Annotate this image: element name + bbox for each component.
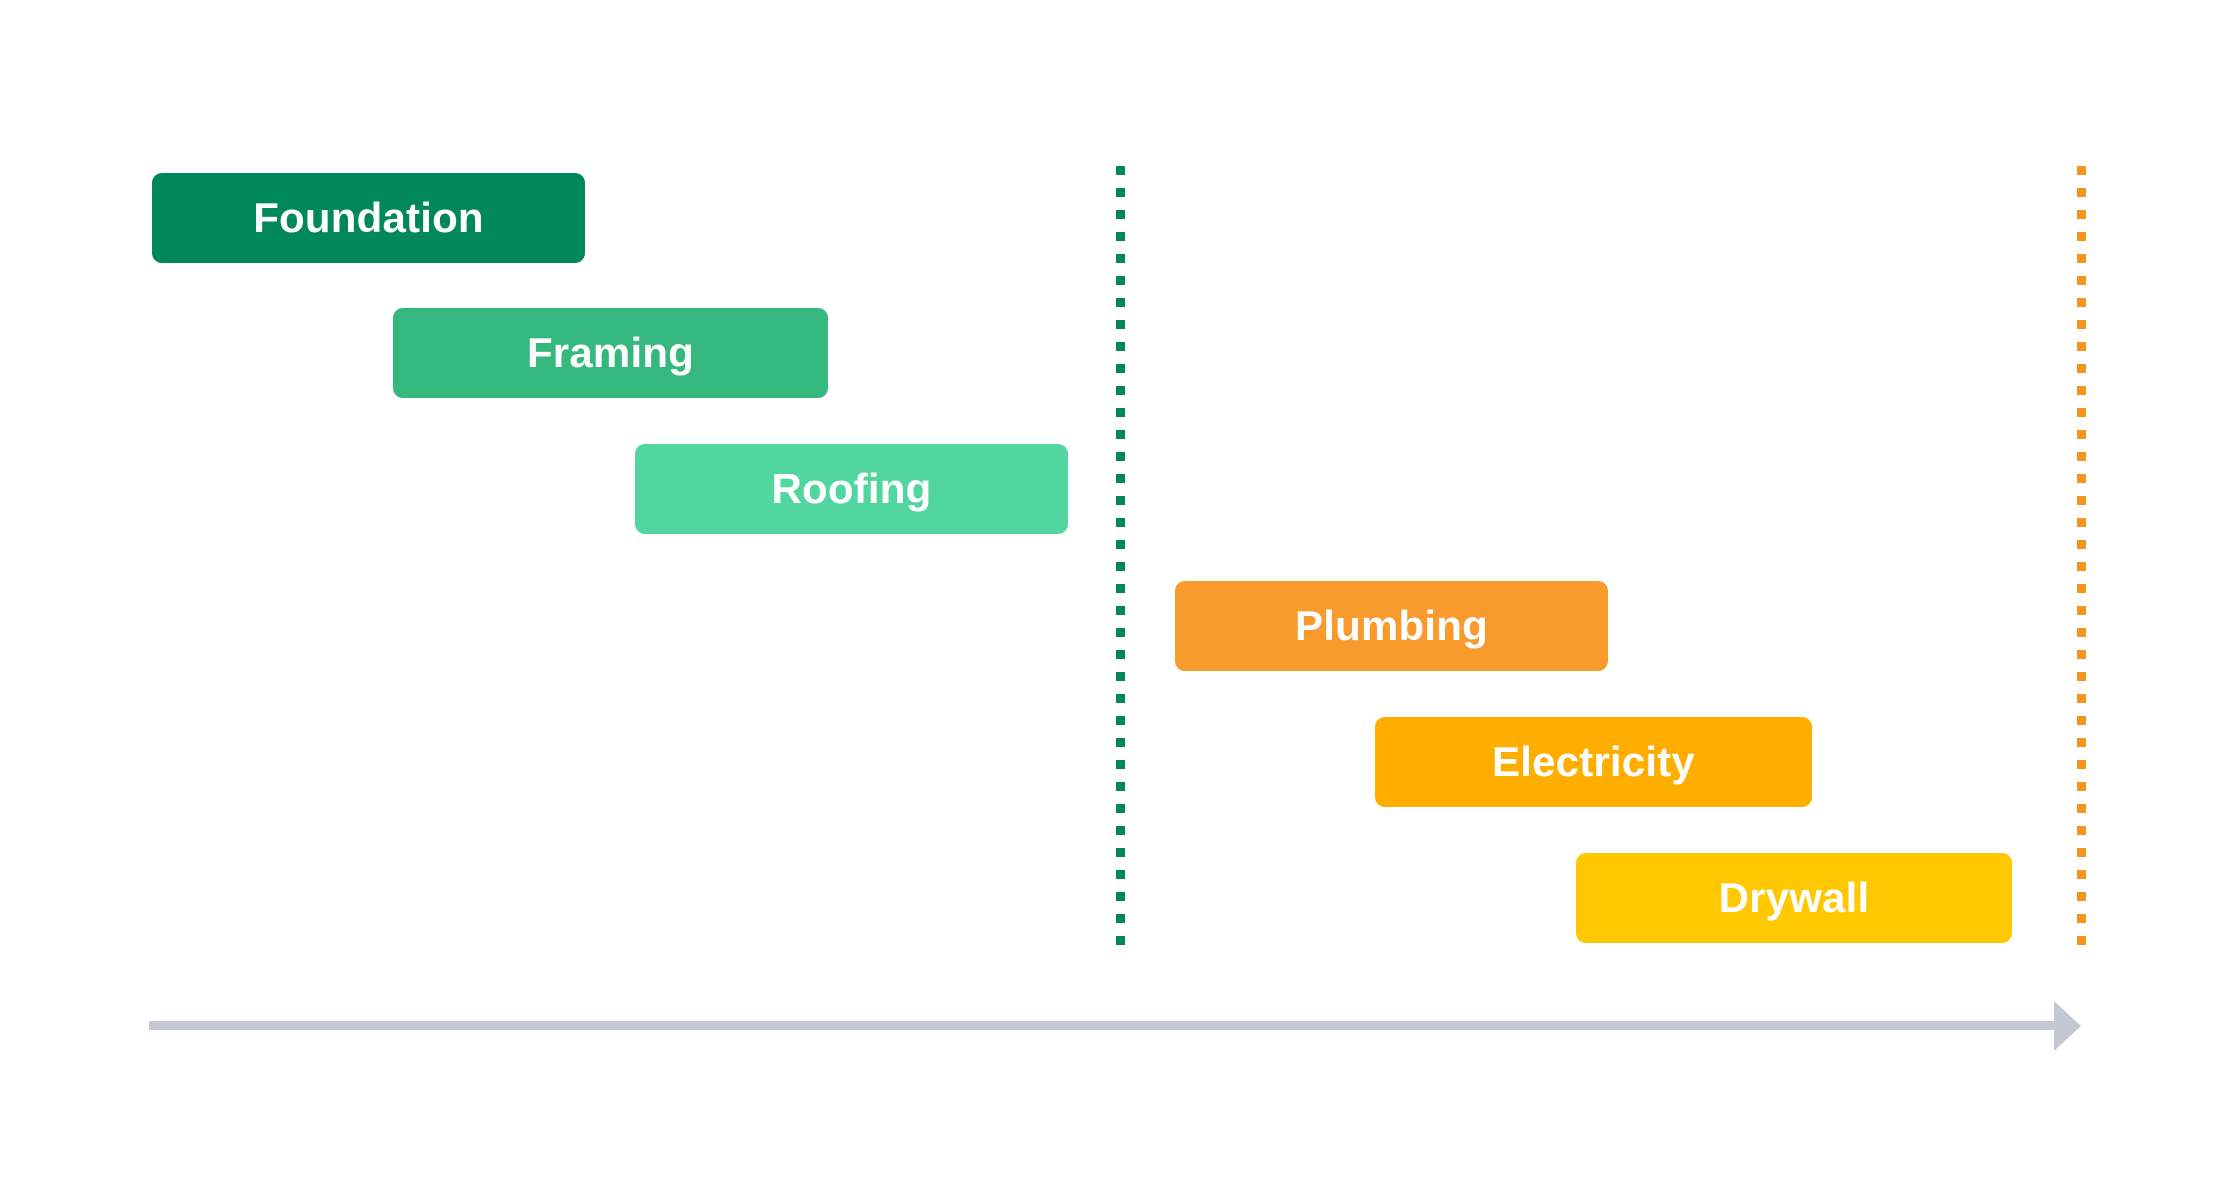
time-axis-arrow-icon bbox=[2054, 1000, 2081, 1051]
time-axis-line bbox=[149, 1021, 2055, 1030]
task-bar-plumbing[interactable]: Plumbing bbox=[1175, 581, 1608, 671]
task-bar-framing[interactable]: Framing bbox=[393, 308, 828, 398]
task-bar-label: Framing bbox=[526, 329, 695, 376]
task-bar-electricity[interactable]: Electricity bbox=[1375, 717, 1812, 807]
task-bar-label: Drywall bbox=[1718, 874, 1870, 921]
task-bar-label: Foundation bbox=[253, 194, 484, 241]
task-bar-foundation[interactable]: Foundation bbox=[152, 173, 585, 263]
task-bar-label: Electricity bbox=[1492, 738, 1695, 785]
task-bar-label: Roofing bbox=[771, 465, 932, 512]
task-bar-label: Plumbing bbox=[1295, 602, 1488, 649]
milestone-divider-phase-two-end bbox=[2077, 166, 2086, 952]
task-bar-drywall[interactable]: Drywall bbox=[1576, 853, 2012, 943]
task-bar-roofing[interactable]: Roofing bbox=[635, 444, 1068, 534]
milestone-divider-phase-one-end bbox=[1116, 166, 1125, 952]
